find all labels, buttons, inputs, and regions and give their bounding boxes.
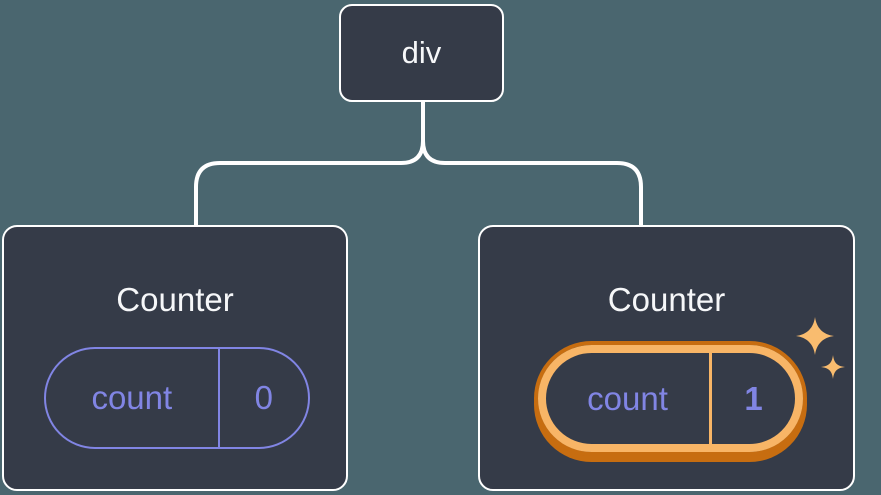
state-pill-right-highlighted: count 1 bbox=[538, 345, 803, 452]
counter-title-right: Counter bbox=[607, 281, 726, 318]
counter-node-left: Counter count 0 bbox=[2, 225, 348, 491]
root-node-label: div bbox=[401, 35, 442, 70]
state-key-right: count bbox=[546, 353, 713, 444]
state-key-left: count bbox=[46, 349, 220, 447]
counter-node-right: Counter count 1 bbox=[478, 225, 855, 491]
counter-title-left: Counter bbox=[116, 281, 234, 318]
state-pill-left: count 0 bbox=[44, 347, 310, 449]
root-node-div: div bbox=[339, 4, 504, 102]
state-value-left: 0 bbox=[254, 379, 273, 416]
state-value-right: 1 bbox=[744, 379, 763, 417]
connector-left-branch bbox=[194, 102, 425, 226]
connector-right-branch bbox=[421, 102, 643, 226]
